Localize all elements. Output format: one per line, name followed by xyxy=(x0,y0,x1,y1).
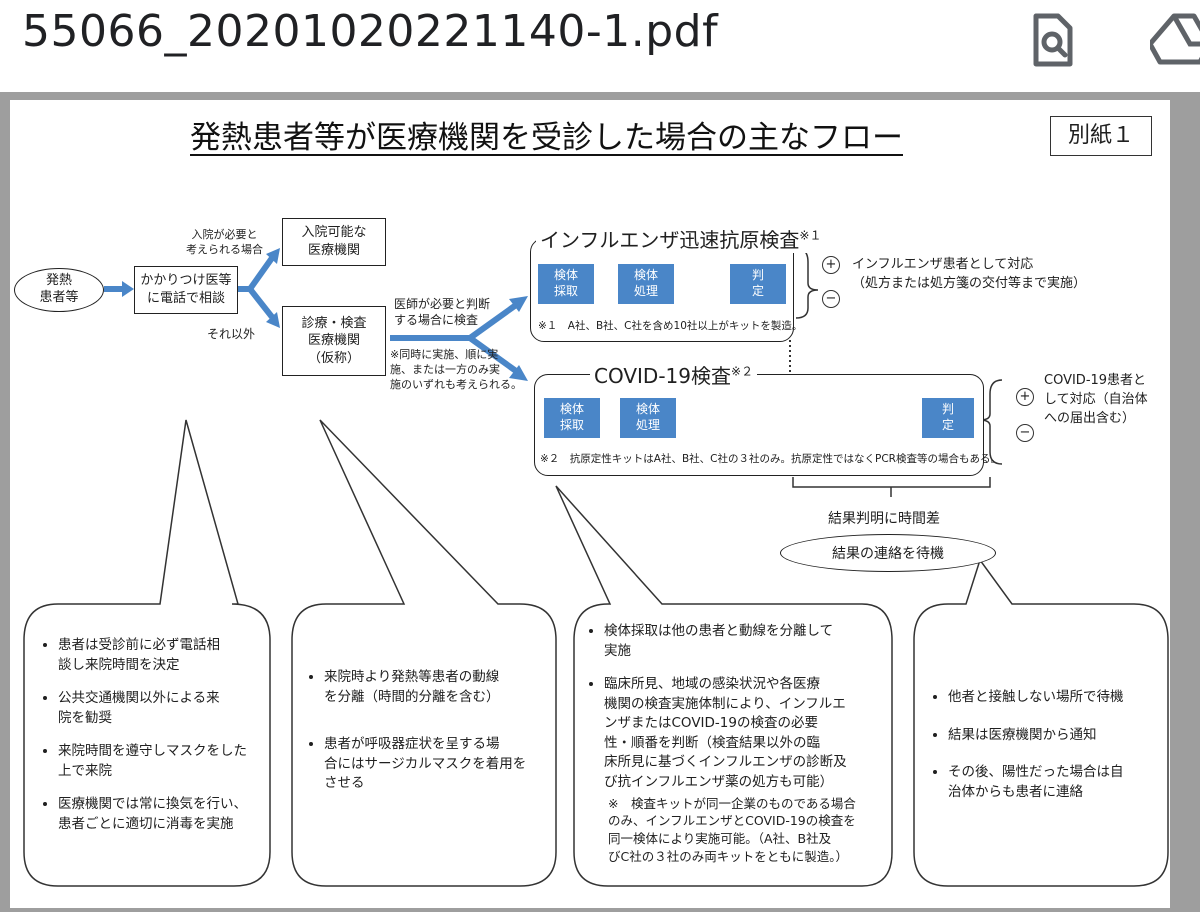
covid-footnote-mark: ※２ xyxy=(731,364,754,379)
phone-consult-box: かかりつけ医等 に電話で相談 xyxy=(134,266,238,314)
covid-step-process: 検体 処理 xyxy=(620,398,676,438)
flu-step-process: 検体 処理 xyxy=(618,264,674,304)
flu-step-sample: 検体 採取 xyxy=(538,264,594,304)
flu-result-text: インフルエンザ患者として対応 （処方または処方箋の交付等まで実施） xyxy=(852,257,1087,291)
balloon-phone-notes: 患者は受診前に必ず電話相 談し来院時間を決定 公共交通機関以外による来 院を勧奨… xyxy=(40,636,262,849)
balloon-test-notes: 検体採取は他の患者と動線を分離して 実施 臨床所見、地域の感染状況や各医療 機関… xyxy=(586,622,886,866)
balloon4-item: 他者と接触しない場所で待機 xyxy=(948,688,1162,708)
balloon3-kit-note: ※ 検査キットが同一企業のものである場合 のみ、インフルエンザとCOVID-19… xyxy=(608,795,856,864)
test-condition: 医師が必要と判断 する場合に検査 xyxy=(394,297,491,328)
document-search-icon[interactable] xyxy=(1022,10,1082,70)
file-title: 55066_20201020221140-1.pdf xyxy=(22,6,719,57)
test-order-note: ※同時に実施、順に実 施、または一方のみ実 施のいずれも考えられる。 xyxy=(390,348,522,391)
balloon3-item: 臨床所見、地域の感染状況や各医療 機関の検査実施体制により、インフルエ ンザまた… xyxy=(604,675,886,792)
viewer-header: 55066_20201020221140-1.pdf xyxy=(0,0,1200,92)
balloon1-item: 来院時間を遵守しマスクをした 上で来院 xyxy=(58,742,262,781)
flow-title: 発熱患者等が医療機関を受診した場合の主なフロー xyxy=(190,120,903,156)
balloon1-item: 患者は受診前に必ず電話相 談し来院時間を決定 xyxy=(58,636,262,675)
covid-step-judge: 判 定 xyxy=(922,398,974,438)
patient-node: 発熱 患者等 xyxy=(14,268,104,312)
covid-result-text: COVID-19患者と して対応（自治体 への届出含む） xyxy=(1044,373,1148,426)
covid-step-sample: 検体 採取 xyxy=(544,398,600,438)
flu-footnote-mark: ※１ xyxy=(799,228,822,243)
wait-result-node: 結果の連絡を待機 xyxy=(780,534,996,572)
clinic-box: 診療・検査 医療機関 （仮称） xyxy=(282,306,386,376)
balloon4-item: その後、陽性だった場合は自 治体からも患者に連絡 xyxy=(948,763,1162,802)
balloon1-item: 公共交通機関以外による来 院を勧奨 xyxy=(58,689,262,728)
covid-test-title: COVID-19検査※２ xyxy=(590,360,758,389)
drive-icon[interactable] xyxy=(1150,10,1200,70)
flu-footnote: ※１ A社、B社、C社を含め10社以上がキットを製造。 xyxy=(538,320,803,332)
covid-negative-sign: − xyxy=(1016,424,1034,442)
balloon1-item: 医療機関では常に換気を行い、 患者ごとに適切に消毒を実施 xyxy=(58,795,262,834)
balloon3-item: 検体採取は他の患者と動線を分離して 実施 xyxy=(604,622,886,661)
balloon2-item: 患者が呼吸器症状を呈する場 合にはサージカルマスクを着用を させる xyxy=(324,735,550,794)
admission-condition: 入院が必要と 考えられる場合 xyxy=(186,228,263,256)
annex-label: 別紙１ xyxy=(1050,116,1152,156)
balloon-wait-notes: 他者と接触しない場所で待機 結果は医療機関から通知 その後、陽性だった場合は自 … xyxy=(930,688,1162,816)
time-difference-label: 結果判明に時間差 xyxy=(828,511,940,527)
balloon2-item: 来院時より発熱等患者の動線 を分離（時間的分離を含む） xyxy=(324,668,550,707)
flu-positive-sign: + xyxy=(822,256,840,274)
flu-test-title: インフルエンザ迅速抗原検査※１ xyxy=(536,224,826,253)
balloon-clinic-notes: 来院時より発熱等患者の動線 を分離（時間的分離を含む） 患者が呼吸器症状を呈する… xyxy=(306,668,550,808)
flu-negative-sign: − xyxy=(822,290,840,308)
covid-test-panel xyxy=(534,374,984,476)
covid-footnote: ※２ 抗原定性キットはA社、B社、C社の３社のみ。抗原定性ではなくPCR検査等の… xyxy=(540,453,1001,465)
balloon4-item: 結果は医療機関から通知 xyxy=(948,726,1162,746)
covid-positive-sign: + xyxy=(1016,388,1034,406)
other-condition: それ以外 xyxy=(207,327,256,341)
flu-step-judge: 判 定 xyxy=(730,264,786,304)
hospital-box: 入院可能な 医療機関 xyxy=(282,218,386,266)
